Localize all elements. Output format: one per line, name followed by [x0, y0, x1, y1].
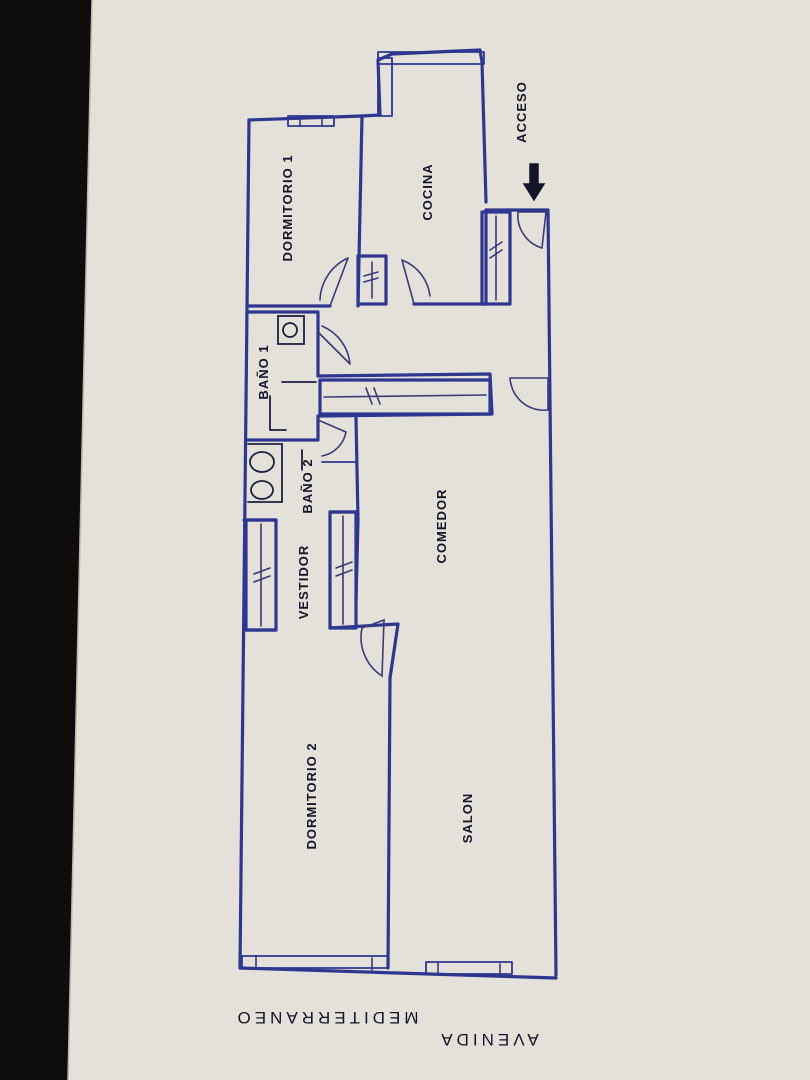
paper-sheet [68, 0, 810, 1080]
label-comedor: COMEDOR [434, 489, 449, 564]
label-cocina: COCINA [420, 163, 435, 220]
label-acceso: ACCESO [514, 81, 529, 143]
doors [317, 211, 549, 678]
label-vestidor: VESTIDOR [296, 545, 311, 619]
label-salon: SALON [460, 793, 475, 844]
sanitary-fixtures [247, 315, 317, 503]
street-word-avenida: AVENIDA [437, 1030, 538, 1049]
room-labels: DORMITORIO 1 COCINA ACCESO BAÑO 1 BAÑO 2… [256, 81, 529, 849]
label-bano-1: BAÑO 1 [256, 344, 271, 399]
wardrobes [244, 210, 512, 632]
street-label: AVENIDA MEDITERRANEO [234, 1008, 539, 1049]
label-dormitorio-1: DORMITORIO 1 [280, 154, 295, 261]
street-word-mediterraneo: MEDITERRANEO [234, 1008, 419, 1027]
floor-plan-drawing: DORMITORIO 1 COCINA ACCESO BAÑO 1 BAÑO 2… [234, 48, 558, 1049]
windows [241, 51, 513, 977]
label-bano-2: BAÑO 2 [300, 458, 315, 513]
access-arrow-icon [522, 163, 546, 202]
label-dormitorio-2: DORMITORIO 2 [304, 742, 319, 849]
